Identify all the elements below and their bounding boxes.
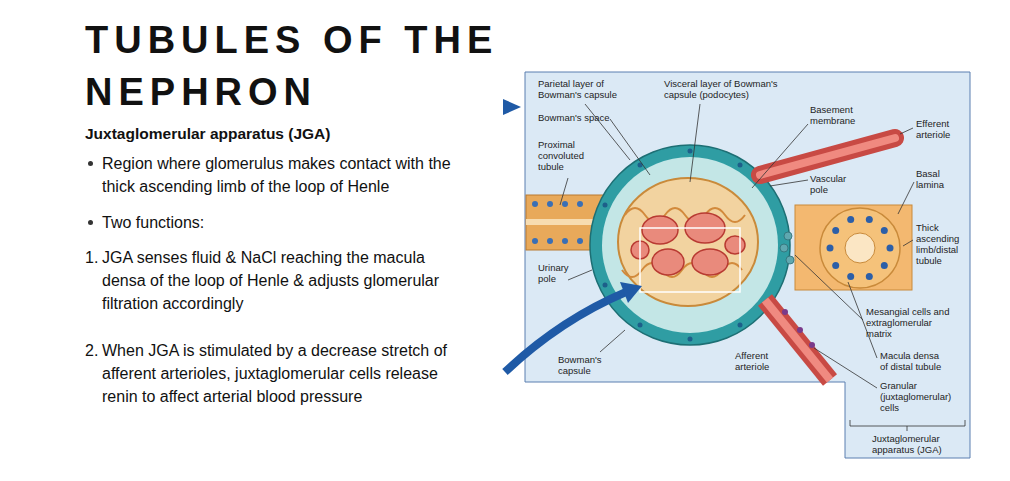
macula-densa-nuclei — [827, 216, 894, 280]
part-label: Vascular pole — [810, 173, 855, 195]
distal-lumen — [845, 233, 875, 263]
part-label: Juxtaglomerular apparatus (JGA) — [872, 433, 952, 455]
glomerular-tuft — [618, 178, 758, 306]
afferent-lumen — [765, 300, 830, 380]
part-label: Granular (juxtaglomerular) cells — [880, 380, 960, 413]
leader-lines — [560, 104, 914, 388]
part-label: Macula densa of distal tubule — [880, 350, 946, 372]
tubule-nuclei — [532, 201, 583, 244]
list-text: JGA senses fluid & NaCl reaching the mac… — [102, 246, 458, 315]
part-label: Bowman's space — [538, 112, 618, 123]
subheading: Juxtaglomerular apparatus (JGA) — [85, 124, 465, 144]
afferent-arteriole — [765, 300, 830, 380]
inset-frame — [640, 228, 740, 292]
curved-arrow-head — [620, 282, 642, 303]
part-label: Thick ascending limb/distal tubule — [916, 222, 972, 266]
part-label: Parietal layer of Bowman's capsule — [538, 78, 628, 100]
glomerular-capillaries — [631, 213, 745, 275]
pointer-arrow — [503, 99, 521, 115]
bowmans-space — [602, 157, 778, 333]
distal-tubule — [820, 208, 900, 288]
bullet-text: Two functions: — [102, 211, 452, 234]
part-label: Basement membrane — [810, 104, 865, 126]
efferent-arteriole — [760, 138, 895, 175]
thick-ascending-limb — [795, 205, 912, 290]
part-label: Bowman's capsule — [558, 354, 606, 376]
part-label: Afferent arteriole — [735, 350, 785, 372]
bullet-text: Region where glomerulus makes contact wi… — [102, 152, 452, 198]
efferent-lumen — [760, 138, 895, 175]
part-label: Urinary pole — [538, 262, 578, 284]
part-label: Basal lamina — [916, 168, 954, 190]
jga-bracket — [850, 420, 965, 431]
mesangial-cells — [780, 232, 794, 264]
part-label: Proximal convoluted tubule — [538, 139, 593, 172]
slide-title: TUBULES OF THE NEPHRON — [85, 14, 505, 118]
part-label: Efferent arteriole — [916, 118, 964, 140]
granular-cells — [782, 309, 815, 348]
bullet-dot — [88, 161, 93, 166]
bullet-dot — [88, 220, 93, 225]
part-label: Mesangial cells and extraglomerular matr… — [866, 306, 958, 339]
list-text: When JGA is stimulated by a decrease str… — [102, 339, 464, 408]
figure-panel — [525, 72, 970, 458]
part-label: Visceral layer of Bowman's capsule (podo… — [664, 78, 789, 100]
tubule-lumen — [526, 219, 600, 225]
